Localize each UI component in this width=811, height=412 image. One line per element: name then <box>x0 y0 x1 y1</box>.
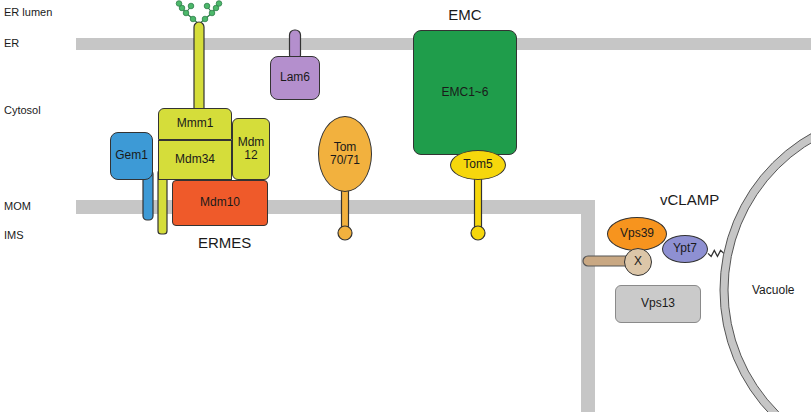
mmm1-stalk <box>194 22 204 114</box>
vacuole-circle: Vacuole <box>722 170 811 412</box>
protein-name: Tom5 <box>463 158 492 171</box>
vacuole-membrane-outer <box>720 110 811 412</box>
glycan-dot <box>188 3 194 9</box>
complex-label: ERMES <box>198 234 251 252</box>
protein-box: Mdm34 <box>158 140 232 180</box>
tom5-anchor <box>475 176 482 228</box>
protein-name: Ypt7 <box>673 242 697 255</box>
protein-ellipse: Tom5 <box>450 150 506 180</box>
protein-name: Mdm 12 <box>233 136 269 162</box>
lipid-anchor-squiggle <box>708 250 724 256</box>
outer-mito-membrane <box>76 200 595 412</box>
glycan-dot <box>202 16 208 22</box>
glycan-dot <box>209 10 215 16</box>
complex-label: vCLAMP <box>660 191 719 209</box>
protein-box: Mmm1 <box>158 108 232 140</box>
protein-box: Mdm10 <box>172 180 268 226</box>
protein-box: Mdm 12 <box>232 118 270 180</box>
protein-name: Vacuole <box>752 284 794 297</box>
glycan-dot <box>216 1 222 7</box>
protein-name: Mdm34 <box>175 153 215 166</box>
glycan-dot <box>176 1 182 7</box>
protein-name: Vps13 <box>641 297 675 310</box>
protein-name: Gem1 <box>115 149 148 162</box>
protein-name: Mdm10 <box>200 196 240 209</box>
complex-heading: EMC <box>394 7 536 24</box>
region-label: IMS <box>4 229 24 242</box>
protein-name: Mmm1 <box>177 117 214 130</box>
region-label: Cytosol <box>4 104 41 117</box>
protein-name: Lam6 <box>280 71 310 84</box>
region-label: MOM <box>4 200 31 213</box>
protein-circle: X <box>624 248 652 276</box>
protein-ellipse: Vps39 <box>607 217 667 251</box>
complex-box: EMCEMC1~6 <box>413 30 517 155</box>
protein-ellipse: Tom 70/71 <box>318 116 372 192</box>
protein-box: Vps13 <box>615 285 701 323</box>
vacuole-membrane-inner <box>728 118 811 412</box>
tom5-tail <box>471 226 485 240</box>
tom70-tail <box>338 226 352 240</box>
region-label: ER <box>4 37 19 50</box>
glycan-dot <box>183 10 189 16</box>
protein-ellipse: Ypt7 <box>662 235 708 263</box>
glycan-dot <box>190 16 196 22</box>
protein-box: Gem1 <box>110 132 153 180</box>
protein-name: EMC1~6 <box>441 86 488 99</box>
protein-box: Lam6 <box>270 56 320 100</box>
glycan-dot <box>204 3 210 9</box>
protein-name: Vps39 <box>620 227 654 240</box>
region-label: ER lumen <box>4 6 52 19</box>
glycan-branch <box>180 5 218 24</box>
protein-name: Tom 70/71 <box>319 141 371 167</box>
protein-name: X <box>634 255 642 268</box>
